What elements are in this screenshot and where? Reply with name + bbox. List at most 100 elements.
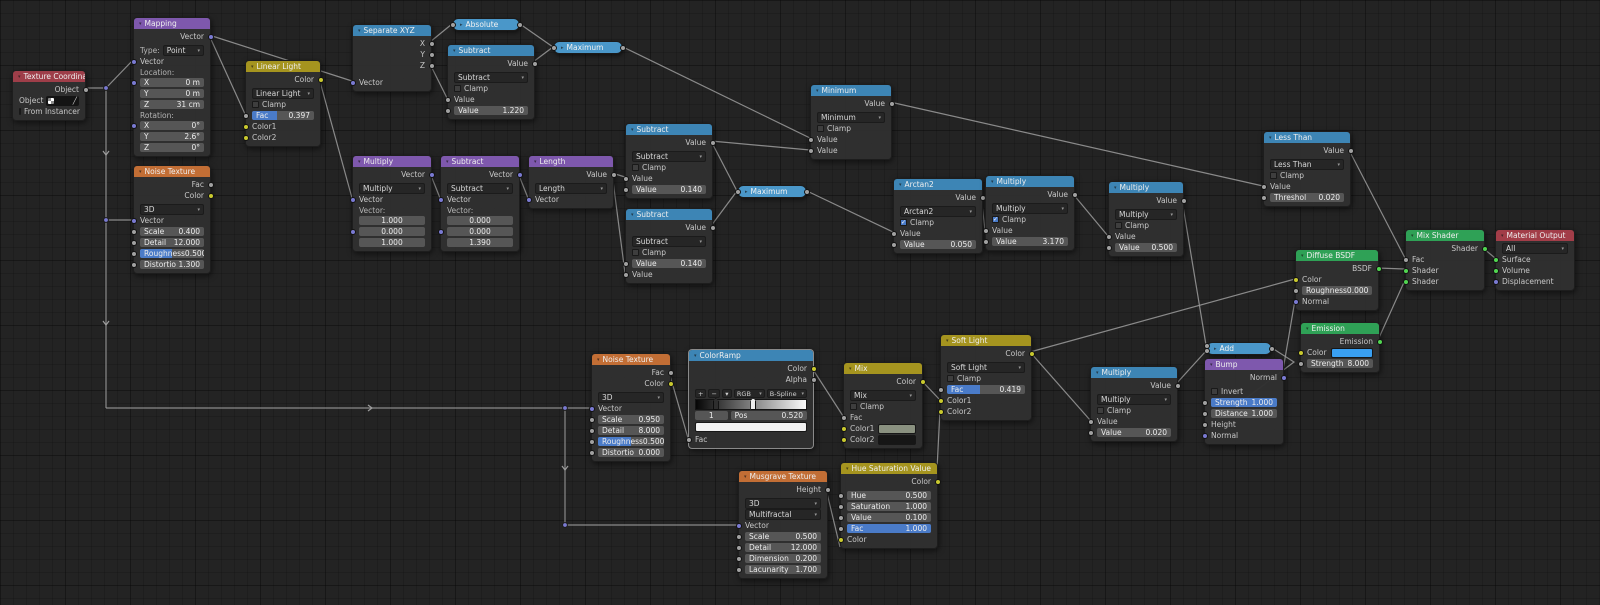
value-socket-subtract-math-top[interactable] <box>444 107 451 114</box>
input-socket-add[interactable] <box>1203 347 1210 354</box>
color-swatch[interactable] <box>1330 347 1373 358</box>
shader-socket-material-output[interactable] <box>1492 256 1499 263</box>
vector-socket-multiply-vector[interactable] <box>349 228 356 235</box>
collapse-icon[interactable]: ▾ <box>358 27 361 34</box>
vector-component-field[interactable]: 1.390 <box>447 238 513 247</box>
value-socket-bump[interactable] <box>1201 410 1208 417</box>
collapse-icon[interactable]: ▾ <box>139 168 142 175</box>
value-socket-arctan2[interactable] <box>890 241 897 248</box>
node-header-mix-shader[interactable]: ▾Mix Shader <box>1406 230 1484 241</box>
add-stop-button[interactable]: + <box>695 389 707 398</box>
value-socket-subtract-m2[interactable] <box>622 271 629 278</box>
color-socket-colorramp[interactable] <box>810 365 817 372</box>
collapse-icon[interactable]: ▾ <box>1269 134 1272 141</box>
dropdown-mix[interactable]: Mix▾ <box>850 390 916 401</box>
interpolation-dropdown[interactable]: B-Spline▾ <box>766 389 807 398</box>
value-socket-mix[interactable] <box>840 414 847 421</box>
value-socket-hue-saturation-value[interactable] <box>837 492 844 499</box>
value-socket-musgrave-texture[interactable] <box>735 544 742 551</box>
node-header-subtract-m2[interactable]: ▾Subtract <box>626 209 712 220</box>
collapse-icon[interactable]: ▾ <box>1096 369 1099 376</box>
color-socket-soft-light[interactable] <box>1028 350 1035 357</box>
output-socket-maximum-1[interactable] <box>619 44 626 51</box>
dropdown-multiply[interactable]: Multiply▾ <box>359 183 425 194</box>
value-socket-multiply-b[interactable] <box>1180 197 1187 204</box>
stop-color-swatch[interactable] <box>695 421 807 432</box>
node-header-colorramp[interactable]: ▾ColorRamp <box>689 350 813 361</box>
dropdown-3d[interactable]: 3D▾ <box>745 498 821 509</box>
value-socket-subtract-m1[interactable] <box>622 186 629 193</box>
vector-socket-mapping[interactable] <box>130 58 137 65</box>
node-header-multiply-b[interactable]: ▾Multiply <box>1109 182 1183 193</box>
dropdown-all[interactable]: All▾ <box>1502 243 1568 254</box>
object-picker-field[interactable]: ╱ <box>46 95 79 106</box>
vector-socket-diffuse-bsdf[interactable] <box>1292 298 1299 305</box>
dropdown-3d[interactable]: 3D▾ <box>598 392 664 403</box>
collapse-icon[interactable]: ▾ <box>1114 184 1117 191</box>
collapse-icon[interactable]: ▾ <box>358 158 361 165</box>
value-socket-separate-xyz[interactable] <box>428 51 435 58</box>
value-socket-subtract-m1[interactable] <box>709 139 716 146</box>
input-socket-maximum-2[interactable] <box>734 188 741 195</box>
value-socket-separate-xyz[interactable] <box>428 40 435 47</box>
value-socket-noise-texture-2[interactable] <box>667 369 674 376</box>
checkbox-clamp[interactable] <box>850 403 857 410</box>
value-socket-musgrave-texture[interactable] <box>735 533 742 540</box>
value-socket-noise-texture-2[interactable] <box>588 449 595 456</box>
value-socket-texture-coordinate[interactable] <box>82 86 89 93</box>
vector-socket-bump[interactable] <box>1280 374 1287 381</box>
color-socket-diffuse-bsdf[interactable] <box>1292 276 1299 283</box>
vector-socket-bump[interactable] <box>1201 432 1208 439</box>
value-socket-subtract-m2[interactable] <box>622 260 629 267</box>
expand-icon[interactable]: ▸ <box>745 188 748 195</box>
checkbox-clamp[interactable] <box>1115 222 1122 229</box>
node-header-bump[interactable]: ▾Bump <box>1205 359 1283 370</box>
node-header-noise-texture-2[interactable]: ▾Noise Texture <box>592 354 670 365</box>
color-socket-hue-saturation-value[interactable] <box>837 536 844 543</box>
collapse-icon[interactable]: ▾ <box>694 352 697 359</box>
value-socket-emission[interactable] <box>1297 360 1304 367</box>
shader-socket-emission[interactable] <box>1376 338 1383 345</box>
color-socket-linear-light[interactable] <box>242 123 249 130</box>
value-socket-subtract-math-top[interactable] <box>444 96 451 103</box>
collapse-icon[interactable]: ▾ <box>849 365 852 372</box>
value-socket-multiply-a[interactable] <box>982 238 989 245</box>
expand-icon[interactable]: ▸ <box>561 44 564 51</box>
node-header-separate-xyz[interactable]: ▾Separate XYZ <box>353 25 431 36</box>
value-socket-multiply-a[interactable] <box>1071 191 1078 198</box>
collapse-icon[interactable]: ▾ <box>18 73 21 80</box>
vector-socket-multiply-vector[interactable] <box>349 196 356 203</box>
node-header-length[interactable]: ▾Length <box>529 156 613 167</box>
value-socket-noise-texture-1[interactable] <box>130 239 137 246</box>
value-socket-subtract-m2[interactable] <box>709 224 716 231</box>
node-header-texture-coordinate[interactable]: ▾Texture Coordinate <box>13 71 85 82</box>
dropdown-subtract[interactable]: Subtract▾ <box>632 151 706 162</box>
collapse-icon[interactable]: ▾ <box>744 473 747 480</box>
value-socket-noise-texture-1[interactable] <box>130 250 137 257</box>
dropdown-multifractal[interactable]: Multifractal▾ <box>745 509 821 520</box>
collapse-icon[interactable]: ▾ <box>899 181 902 188</box>
collapse-icon[interactable]: ▾ <box>251 63 254 70</box>
dropdown-point[interactable]: Point▾ <box>162 45 204 56</box>
